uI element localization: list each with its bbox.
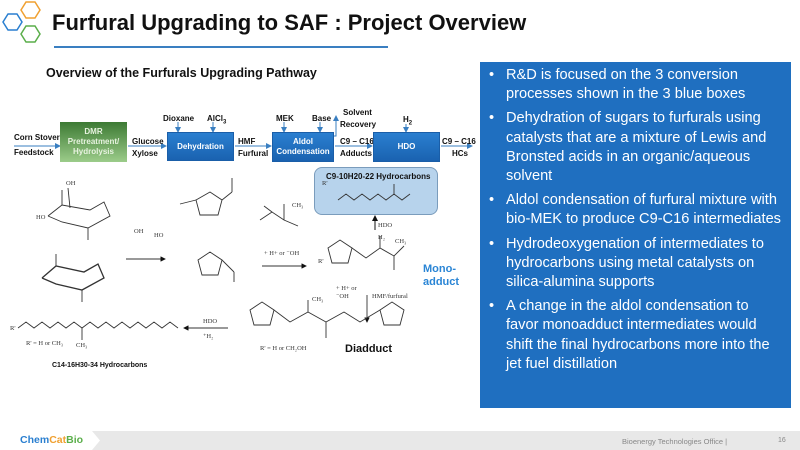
mek-label: MEK: [276, 114, 294, 123]
hdo-box: HDO: [373, 132, 440, 162]
xylose-structure: [41, 254, 105, 302]
adducts-c-label: C9 – C16: [340, 137, 374, 146]
h2-top-label: H₂: [378, 234, 385, 241]
adducts-label: Adducts: [340, 149, 372, 158]
short-hydrocarbons-title: C9-10H20-22 Hydrocarbons: [326, 172, 431, 181]
page-title: Furfural Upgrading to SAF : Project Over…: [52, 10, 527, 35]
short-hydrocarbons-box: [314, 167, 438, 215]
base-label: Base: [312, 114, 332, 123]
furfural-structure: [197, 251, 235, 282]
r-definition-1: R' = H or CH₃: [26, 340, 64, 347]
hmf-label: HMF: [238, 137, 256, 146]
oh-label-2: OH: [134, 228, 144, 235]
bullet-item: Hydrodeoxygenation of intermediates to h…: [486, 235, 783, 293]
ch3-di: CH₃: [312, 296, 324, 303]
bullet-item: A change in the aldol condensation to fa…: [486, 297, 783, 374]
monoadduct-label: Mono-adduct: [423, 263, 460, 288]
r-label-chain: R': [10, 325, 16, 332]
hcs-label: HCs: [452, 149, 469, 158]
acid-base-condition: + H+ or ⁻OH: [264, 250, 300, 257]
page-number: 16: [778, 437, 786, 444]
h2-label: H2: [403, 115, 413, 127]
bullet-item: R&D is focused on the 3 conversion proce…: [486, 66, 783, 104]
hmf-furfural-label: HMF/furfural: [372, 293, 408, 300]
reaction-scheme: [17, 178, 411, 340]
bullet-item: Dehydration of sugars to furfurals using…: [486, 109, 783, 186]
title-divider: [54, 46, 388, 48]
solvent-label: Solvent: [343, 108, 372, 117]
dehydration-box: Dehydration: [167, 132, 234, 161]
ch3-mek: CH₃: [292, 202, 304, 209]
glucose-structure: [47, 187, 111, 240]
short-chain-structure: [337, 193, 411, 201]
section-subtitle: Overview of the Furfurals Upgrading Path…: [46, 66, 317, 80]
acid-base-condition-2: + H+ or: [336, 285, 357, 292]
glucose-label: Glucose: [132, 137, 164, 146]
r-definition-2: R' = H or CH₂OH: [260, 345, 307, 352]
hdo-bottom-label: HDO: [203, 318, 218, 325]
corn-stover-label: Corn Stover: [14, 133, 60, 142]
r-label-mono: R': [318, 258, 324, 265]
diadduct-label: Diadduct: [345, 343, 393, 355]
chemcatbio-logo: ChemCatBio: [20, 434, 84, 446]
ho-label-hmf: HO: [154, 232, 164, 239]
hdo-top-label: HDO: [378, 222, 393, 229]
flow-arrows: [14, 115, 473, 230]
long-hydrocarbons-label: C14-16H30-34 Hydrocarbons: [52, 362, 148, 369]
xylose-label: Xylose: [132, 149, 158, 158]
ch3-mono: CH₃: [395, 238, 407, 245]
ch3-label: CH₃: [76, 342, 88, 349]
monoadduct-structure: [327, 236, 405, 270]
summary-panel: R&D is focused on the 3 conversion proce…: [480, 62, 791, 408]
oh-label: OH: [66, 180, 76, 187]
hcs-c-label: C9 – C16: [442, 137, 476, 146]
r-label: R': [322, 180, 328, 187]
hexagon-logo-icon: [2, 1, 41, 43]
furfural-label: Furfural: [238, 149, 269, 158]
hmf-structure: [179, 178, 233, 216]
h2-bottom-label: ⁺H₂: [203, 333, 214, 340]
diadduct-structure: [249, 300, 405, 338]
acid-base-condition-2b: ⁻OH: [336, 293, 349, 300]
bullet-item: Aldol condensation of furfural mixture w…: [486, 191, 783, 229]
footer-logo-area: [0, 431, 100, 450]
dioxane-label: Dioxane: [163, 114, 195, 123]
long-chain-structure: [17, 321, 179, 329]
mek-structure: [259, 204, 299, 227]
feedstock-label: Feedstock: [14, 148, 54, 157]
ho-label: HO: [36, 214, 46, 221]
footer-bar: [0, 431, 800, 450]
office-label: Bioenergy Technologies Office |: [622, 437, 728, 446]
recovery-label: Recovery: [340, 120, 377, 129]
alcl3-label: AlCl3: [207, 114, 227, 126]
